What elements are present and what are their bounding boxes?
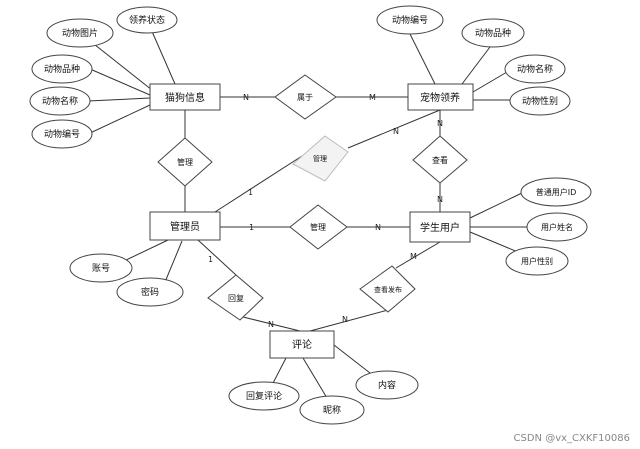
attribute-user-id-label: 普通用户ID bbox=[536, 187, 577, 197]
line-account bbox=[121, 239, 169, 263]
line-student-view-post bbox=[395, 241, 441, 269]
line-reply-comment bbox=[242, 316, 301, 332]
attribute-pet-id-left-label: 动物编号 bbox=[44, 128, 80, 140]
cardinality-view-student: N bbox=[437, 195, 443, 204]
attribute-adopt-status-label: 领养状态 bbox=[129, 14, 165, 26]
line-password bbox=[164, 240, 183, 283]
attribute-pet-gender-label: 动物性别 bbox=[522, 95, 558, 107]
relationship-manage-adopt-label: 管理 bbox=[313, 154, 327, 163]
entity-pet-info-label: 猫狗信息 bbox=[165, 91, 205, 104]
attribute-adopt-status[interactable]: 领养状态 bbox=[116, 6, 178, 34]
cardinality-manage-mid-student: N bbox=[375, 223, 381, 232]
attribute-password-label: 密码 bbox=[141, 286, 159, 298]
watermark-text: CSDN @vx_CXKF10086 bbox=[514, 433, 630, 444]
relationship-belongs-to-label: 属于 bbox=[297, 93, 313, 102]
attribute-pet-id-left[interactable]: 动物编号 bbox=[31, 119, 93, 149]
cardinality-belongs-adopt: M bbox=[369, 93, 376, 102]
attribute-user-name-label: 用户姓名 bbox=[541, 222, 573, 232]
line-admin-reply bbox=[197, 239, 237, 276]
attribute-password[interactable]: 密码 bbox=[116, 277, 184, 307]
line-admin-manage-adopt bbox=[214, 155, 303, 213]
relationship-belongs-to[interactable]: 属于 bbox=[274, 74, 337, 120]
attribute-content-label: 内容 bbox=[378, 379, 396, 391]
line-nickname bbox=[302, 357, 328, 399]
entity-student[interactable]: 学生用户 bbox=[409, 211, 471, 243]
relationship-reply[interactable]: 回复 bbox=[207, 274, 264, 321]
cardinality-admin-manage-adopt: 1 bbox=[248, 188, 253, 197]
relationship-view[interactable]: 查看 bbox=[412, 135, 468, 184]
attribute-pet-name-left[interactable]: 动物名称 bbox=[29, 86, 91, 116]
attribute-pet-breed-right-label: 动物品种 bbox=[475, 27, 511, 39]
attribute-user-gender[interactable]: 用户性别 bbox=[505, 246, 569, 276]
entity-adoption-label: 宠物领养 bbox=[420, 91, 460, 104]
line-view-post-comment bbox=[309, 309, 389, 332]
relationship-manage-top-label: 管理 bbox=[177, 157, 193, 167]
line-user-id bbox=[469, 192, 523, 219]
line-reply-comment-attr bbox=[271, 357, 287, 386]
attribute-reply-comment-label: 回复评论 bbox=[246, 390, 282, 402]
attribute-user-gender-label: 用户性别 bbox=[521, 256, 553, 266]
attribute-content[interactable]: 内容 bbox=[355, 370, 419, 400]
attribute-user-id[interactable]: 普通用户ID bbox=[520, 177, 592, 207]
attribute-pet-image-label: 动物图片 bbox=[62, 27, 98, 39]
relationship-view-post[interactable]: 查看发布 bbox=[359, 265, 416, 313]
entity-comment[interactable]: 评论 bbox=[269, 330, 335, 359]
line-pet-name-right bbox=[472, 71, 508, 93]
attribute-pet-name-right-label: 动物名称 bbox=[517, 63, 553, 75]
attribute-pet-gender[interactable]: 动物性别 bbox=[509, 86, 571, 116]
relationship-view-post-label: 查看发布 bbox=[374, 285, 402, 294]
entity-adoption[interactable]: 宠物领养 bbox=[407, 83, 474, 111]
relationship-manage-adopt[interactable]: 管理 bbox=[292, 135, 349, 182]
cardinality-student-view-post: M bbox=[410, 252, 417, 261]
attribute-account-label: 账号 bbox=[92, 263, 110, 274]
cardinality-labels: N M N N 1 N 1 N 1 N M N bbox=[208, 93, 443, 329]
line-content bbox=[333, 344, 371, 374]
line-pet-id-left bbox=[87, 104, 151, 135]
attribute-nickname[interactable]: 昵称 bbox=[299, 395, 365, 425]
attribute-pet-id-right[interactable]: 动物编号 bbox=[376, 5, 444, 35]
attribute-user-name[interactable]: 用户姓名 bbox=[526, 212, 588, 242]
line-pet-breed-right bbox=[461, 42, 494, 85]
relationship-manage-top[interactable]: 管理 bbox=[157, 137, 213, 187]
attribute-pet-id-right-label: 动物编号 bbox=[392, 14, 428, 26]
line-pet-name-left bbox=[87, 97, 151, 102]
attribute-pet-breed-right[interactable]: 动物品种 bbox=[461, 18, 525, 48]
entity-comment-label: 评论 bbox=[292, 338, 312, 351]
cardinality-reply-comment: N bbox=[268, 320, 274, 329]
relationship-reply-label: 回复 bbox=[228, 293, 244, 303]
attribute-reply-comment[interactable]: 回复评论 bbox=[228, 381, 300, 411]
entity-admin-label: 管理员 bbox=[170, 220, 200, 233]
attribute-account[interactable]: 账号 bbox=[69, 253, 133, 283]
cardinality-pet-belongs: N bbox=[243, 93, 249, 102]
attribute-pet-name-left-label: 动物名称 bbox=[42, 95, 78, 107]
entity-admin[interactable]: 管理员 bbox=[149, 211, 221, 241]
cardinality-manage-adopt-target: N bbox=[393, 127, 399, 136]
entity-pet-info[interactable]: 猫狗信息 bbox=[149, 83, 221, 111]
cardinality-adopt-view: N bbox=[437, 119, 443, 128]
attribute-nickname-label: 昵称 bbox=[323, 404, 341, 416]
line-pet-id-right bbox=[409, 33, 436, 85]
attribute-pet-name-right[interactable]: 动物名称 bbox=[504, 54, 566, 84]
relationship-view-label: 查看 bbox=[432, 155, 448, 165]
cardinality-admin-manage-mid: 1 bbox=[249, 223, 254, 232]
entity-student-label: 学生用户 bbox=[420, 221, 460, 234]
cardinality-view-post-comment: N bbox=[342, 315, 348, 324]
line-pet-breed-left bbox=[89, 68, 151, 96]
line-manage-adopt-target bbox=[347, 109, 441, 149]
attribute-pet-image[interactable]: 动物图片 bbox=[46, 18, 114, 48]
attribute-pet-breed-left-label: 动物品种 bbox=[44, 63, 80, 75]
cardinality-admin-reply: 1 bbox=[208, 255, 213, 264]
attribute-pet-breed-left[interactable]: 动物品种 bbox=[31, 54, 93, 84]
connector-lines bbox=[79, 19, 530, 399]
relationship-manage-mid-label: 管理 bbox=[310, 222, 326, 232]
relationship-manage-mid[interactable]: 管理 bbox=[289, 204, 348, 250]
